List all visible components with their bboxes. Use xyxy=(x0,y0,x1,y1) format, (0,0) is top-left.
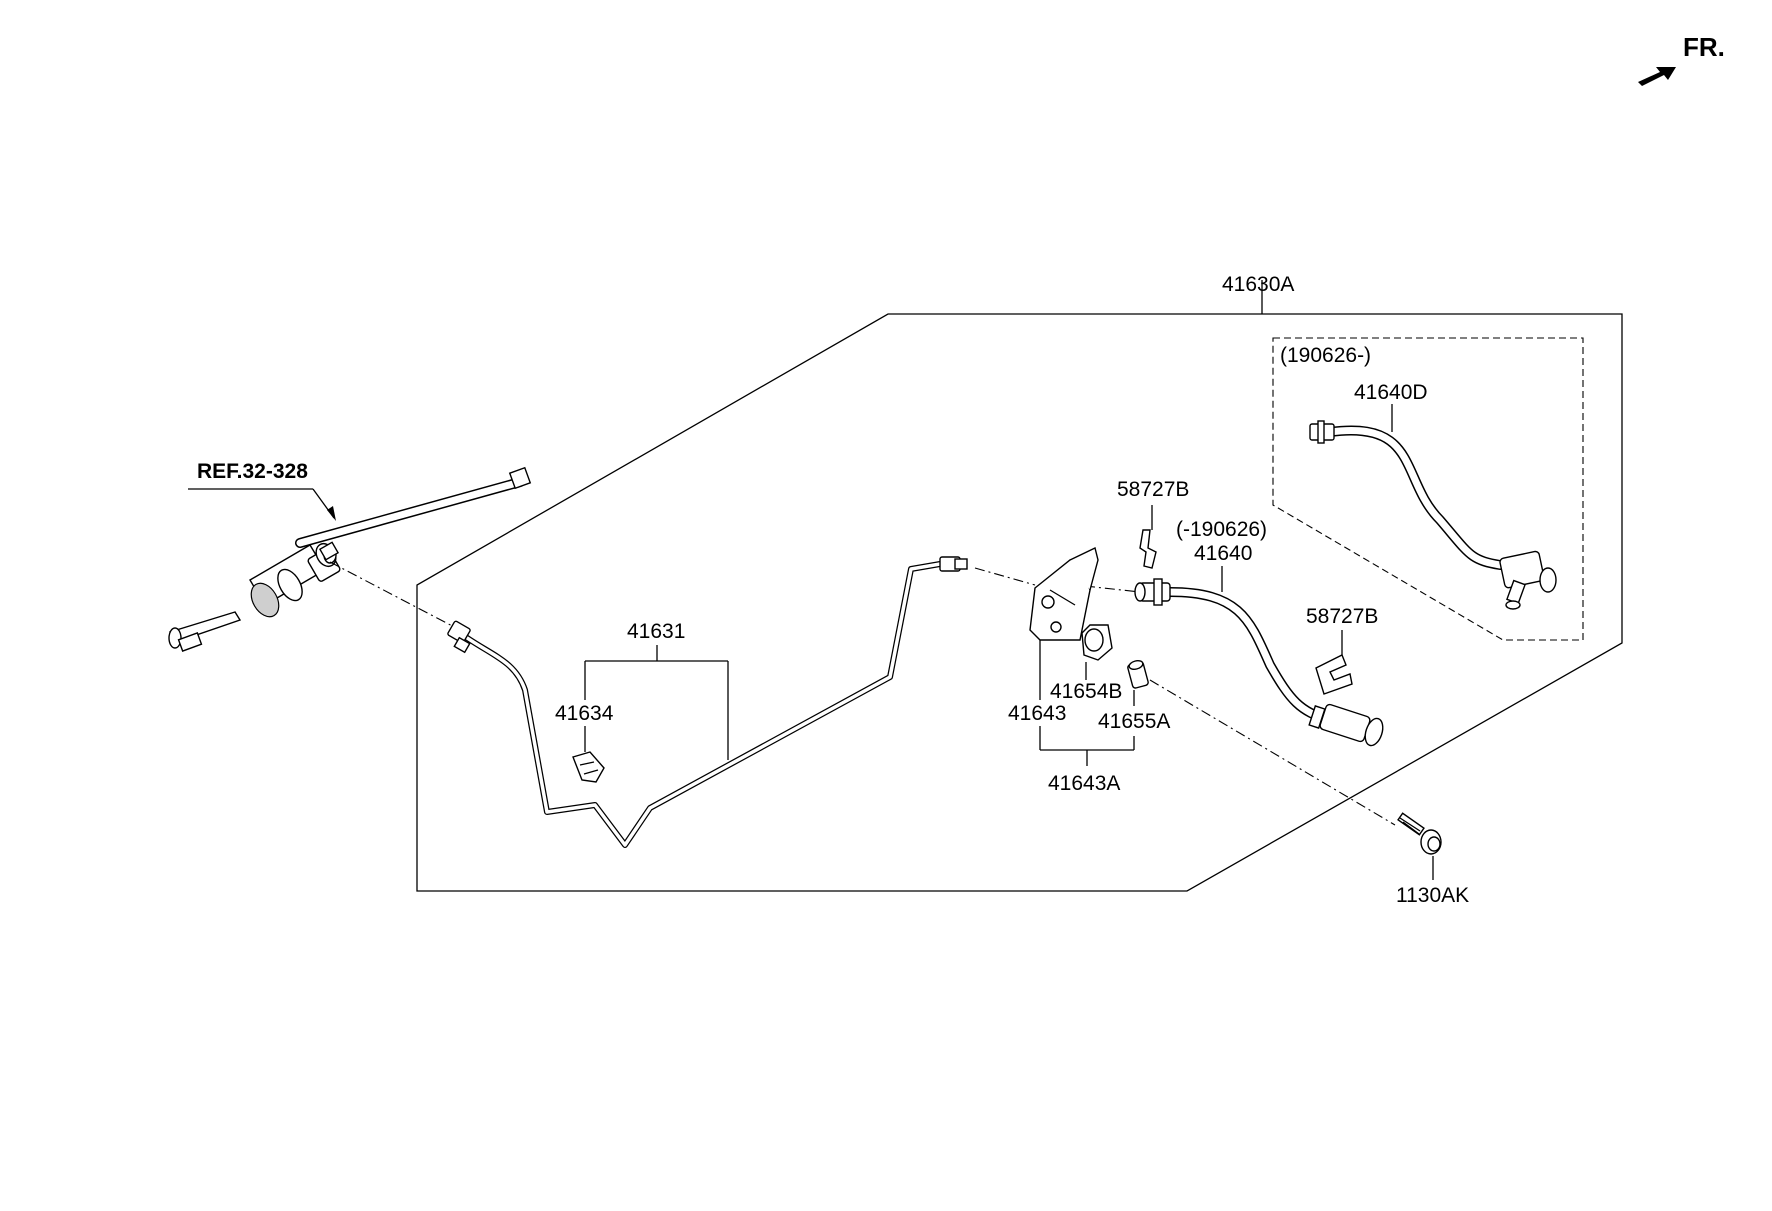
label-ref-32-328: REF.32-328 xyxy=(197,460,308,483)
alignment-line-sleeve-to-bolt xyxy=(1149,679,1396,826)
front-direction-label: FR. xyxy=(1683,32,1725,62)
label-41634: 41634 xyxy=(555,702,614,725)
label-58727B-right: 58727B xyxy=(1306,605,1378,628)
label-41630A: 41630A xyxy=(1222,273,1294,296)
alignment-line-bracket-to-hose xyxy=(1084,585,1141,593)
assembly-boundary xyxy=(416,313,1623,892)
label-version-new: (190626-) xyxy=(1280,344,1371,367)
label-41640D: 41640D xyxy=(1354,381,1428,404)
grommet-41654B xyxy=(1081,624,1113,661)
clutch-tube-41631 xyxy=(447,556,968,848)
label-41640: 41640 xyxy=(1194,542,1252,565)
label-41631: 41631 xyxy=(627,620,685,643)
label-41655A: 41655A xyxy=(1098,710,1170,733)
brake-hose-41640 xyxy=(1134,578,1384,747)
alignment-line-tube-to-bracket xyxy=(974,567,1036,586)
bracket-41643 xyxy=(1029,546,1099,641)
label-58727B-top: 58727B xyxy=(1117,478,1189,501)
revision-box-190626 xyxy=(1272,337,1584,641)
bolt-1130AK xyxy=(1397,812,1442,855)
retaining-clip-58727B-right xyxy=(1315,654,1353,695)
brake-hose-41640D xyxy=(1309,420,1557,610)
label-41643: 41643 xyxy=(1008,702,1066,725)
label-1130AK: 1130AK xyxy=(1396,884,1469,907)
tube-clip-41634 xyxy=(572,751,605,783)
label-41643A: 41643A xyxy=(1048,772,1120,795)
alignment-line-master-to-tube xyxy=(329,561,459,630)
front-direction-arrow-icon xyxy=(1638,67,1676,86)
clutch-master-cylinder xyxy=(168,466,532,652)
retaining-clip-58727B-top xyxy=(1139,529,1157,569)
sleeve-41655A xyxy=(1127,660,1149,689)
label-version-old: (-190626) xyxy=(1176,518,1267,541)
front-direction-indicator: FR. xyxy=(1638,32,1725,86)
label-41654B: 41654B xyxy=(1050,680,1122,703)
